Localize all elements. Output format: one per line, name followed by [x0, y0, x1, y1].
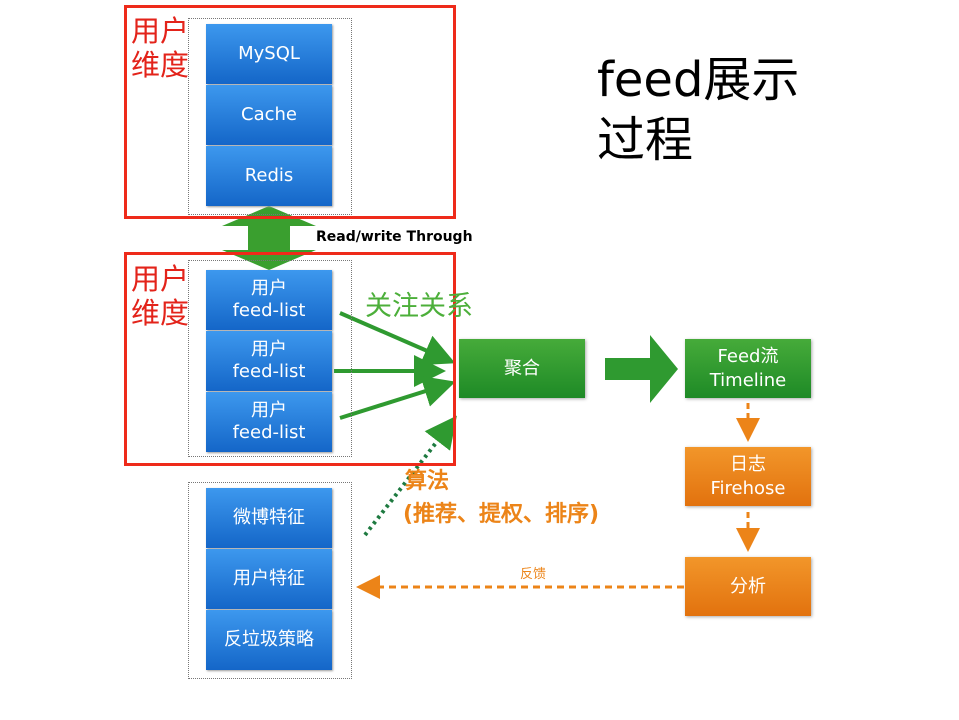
- log-label: 日志: [730, 454, 766, 476]
- feedback-label: 反馈: [520, 567, 547, 582]
- aggregate-label: 聚合: [504, 357, 540, 379]
- feedlist-label: feed-list: [232, 422, 306, 443]
- feedlist-label: feed-list: [232, 300, 306, 321]
- redis-box: Redis: [206, 146, 332, 206]
- analysis-box: 分析: [685, 557, 811, 616]
- cache-box: Cache: [206, 85, 332, 145]
- antispam-box: 反垃圾策略: [206, 610, 332, 670]
- analysis-label: 分析: [730, 575, 766, 597]
- feature-label: 反垃圾策略: [224, 629, 314, 651]
- follow-label: 关注关系: [365, 291, 473, 322]
- feedlist-group: [188, 260, 352, 457]
- feedlist-label: feed-list: [232, 361, 306, 382]
- weibo-feature-box: 微博特征: [206, 488, 332, 548]
- feedlist-user: 用户: [251, 400, 287, 422]
- arrow-feedlist3: [339, 375, 456, 420]
- big-arrow: [605, 335, 678, 403]
- user-feature-box: 用户特征: [206, 549, 332, 609]
- mysql-box: MySQL: [206, 24, 332, 84]
- arrow-algorithm: [363, 415, 457, 537]
- feedlist-user: 用户: [251, 278, 287, 300]
- feature-label: 微博特征: [233, 507, 305, 529]
- cache-label: Cache: [241, 104, 297, 126]
- arrow-feedlist1: [339, 311, 456, 366]
- storage-group: [188, 18, 352, 215]
- redis-label: Redis: [244, 165, 294, 187]
- page-title: feed展示过程: [597, 52, 800, 168]
- sync-label: Read/write Through: [316, 229, 473, 245]
- mysql-label: MySQL: [238, 43, 300, 65]
- storage-highlight: [124, 5, 456, 219]
- log-sub-label: Firehose: [710, 477, 786, 499]
- algorithm-label: 算法: [405, 469, 450, 494]
- timeline-sub-label: Timeline: [709, 369, 787, 391]
- aggregate-box: 聚合: [459, 339, 585, 398]
- timeline-label: Feed流: [717, 346, 779, 368]
- feedlist-dimension-label: 用户维度: [131, 262, 190, 330]
- storage-dimension-label: 用户维度: [131, 14, 190, 82]
- feedlist-user: 用户: [251, 339, 287, 361]
- feature-label: 用户特征: [233, 568, 305, 590]
- algorithm-detail: (推荐、提权、排序): [403, 502, 600, 527]
- feature-group: [188, 482, 352, 679]
- feedlist-highlight: [124, 252, 456, 466]
